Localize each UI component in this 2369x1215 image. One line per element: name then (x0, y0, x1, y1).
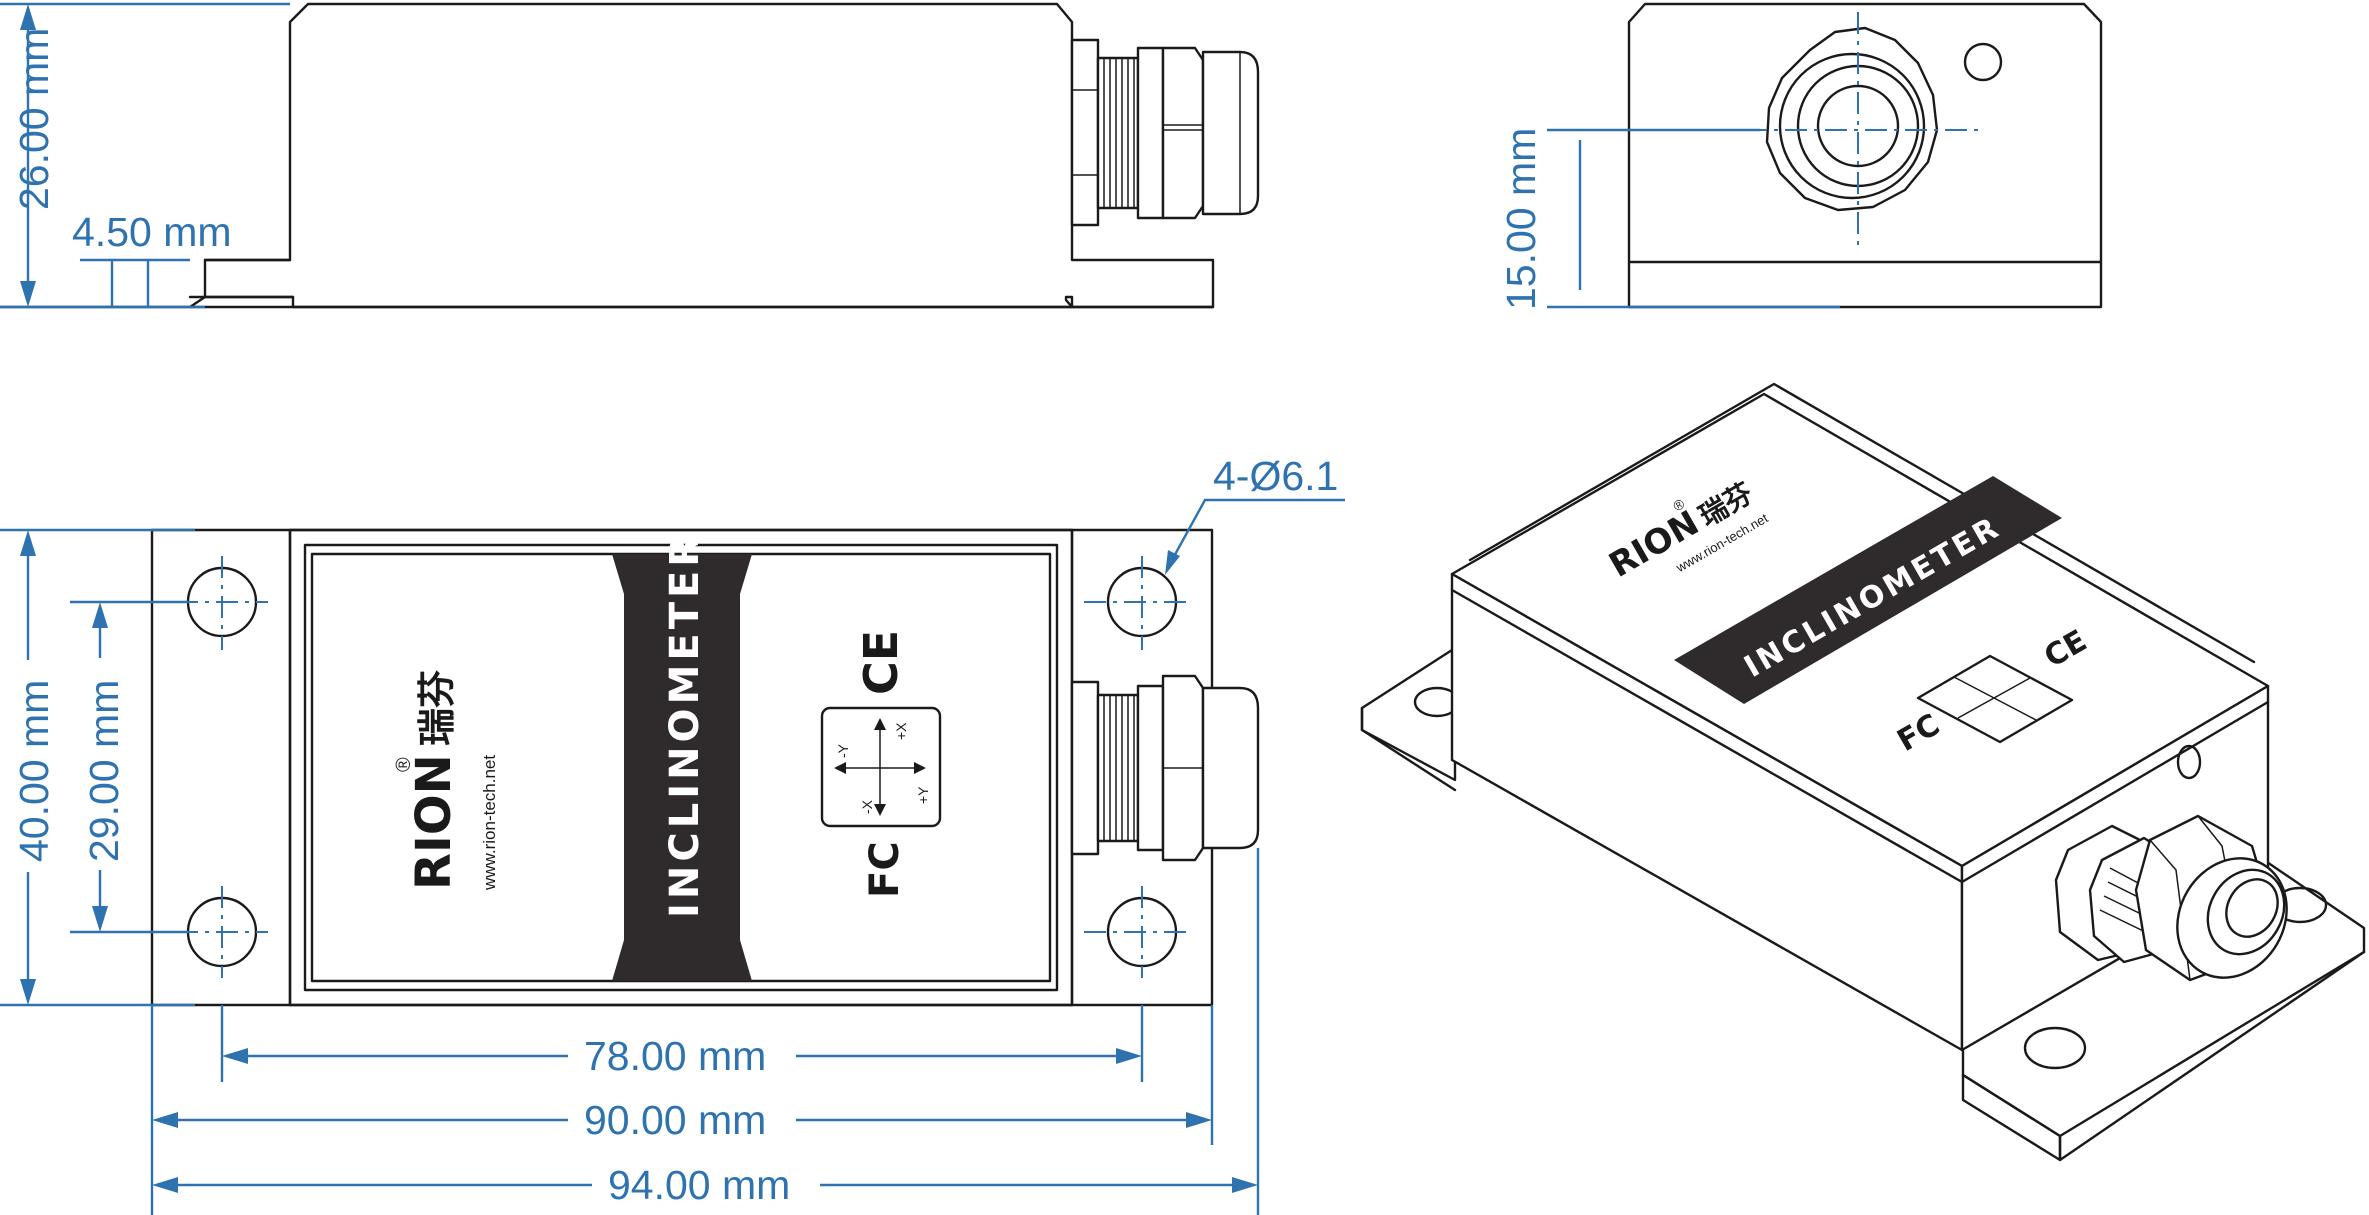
side-view-base (0, 258, 1215, 309)
end-view (1627, 2, 2103, 309)
height-26-label: 26.00 mm (11, 28, 57, 210)
svg-text:-X: -X (859, 799, 875, 814)
end-view-gland-nut (1765, 26, 1939, 212)
foot-4-5-label: 4.50 mm (72, 209, 232, 255)
top-view-cable-gland (1070, 674, 1260, 862)
end-view-body-outline (1627, 2, 2103, 309)
top-view-ce-mark: CE (854, 630, 908, 695)
top-view-axis-diagram: -Y +X -X +Y (820, 706, 942, 828)
top-view-logo: RION 瑞芬 ® www.rion-tech.net (393, 670, 499, 891)
svg-text:+X: +X (893, 722, 909, 740)
top-view-label-band (612, 554, 752, 981)
width-40-label: 40.00 mm (11, 680, 57, 862)
length-94-label: 94.00 mm (608, 1162, 790, 1208)
side-view (0, 2, 1260, 309)
top-view: INCLINOMETER RION 瑞芬 ® www.rion-tech.net… (150, 528, 1260, 1007)
svg-text:+Y: +Y (915, 786, 931, 804)
side-view-cable-gland (1070, 38, 1260, 227)
side-view-dimensions: 26.00 mm 4.50 mm (0, 2, 290, 309)
hole-spacing-78-label: 78.00 mm (584, 1033, 766, 1079)
svg-text:瑞芬: 瑞芬 (415, 670, 459, 746)
svg-text:www.rion-tech.net: www.rion-tech.net (480, 755, 499, 891)
iso-cable-gland (2054, 814, 2288, 982)
isometric-view: INCLINOMETER RION 瑞芬 ® www.rion-tech.net… (1360, 382, 2366, 1162)
svg-text:-Y: -Y (835, 743, 851, 758)
top-view-dimensions: 40.00 mm 29.00 mm 78.00 mm 90.00 mm 94.0… (0, 453, 1345, 1215)
hole-note-label: 4-Ø6.1 (1213, 453, 1338, 499)
end-view-small-hole (1963, 42, 2003, 82)
end-view-dimensions: 15.00 mm (1498, 128, 1840, 310)
svg-text:®: ® (393, 757, 415, 772)
top-view-fc-mark: FC (862, 841, 908, 898)
iso-axis-diagram (1916, 654, 2074, 744)
side-view-body-outline (188, 2, 1215, 309)
iso-label-band (1674, 476, 2062, 704)
svg-text:RION: RION (406, 754, 462, 890)
cable-height-15-label: 15.00 mm (1498, 128, 1544, 310)
length-90-label: 90.00 mm (584, 1097, 766, 1143)
hole-spacing-29-label: 29.00 mm (81, 680, 127, 862)
top-view-product-label: INCLINOMETER (662, 532, 708, 918)
